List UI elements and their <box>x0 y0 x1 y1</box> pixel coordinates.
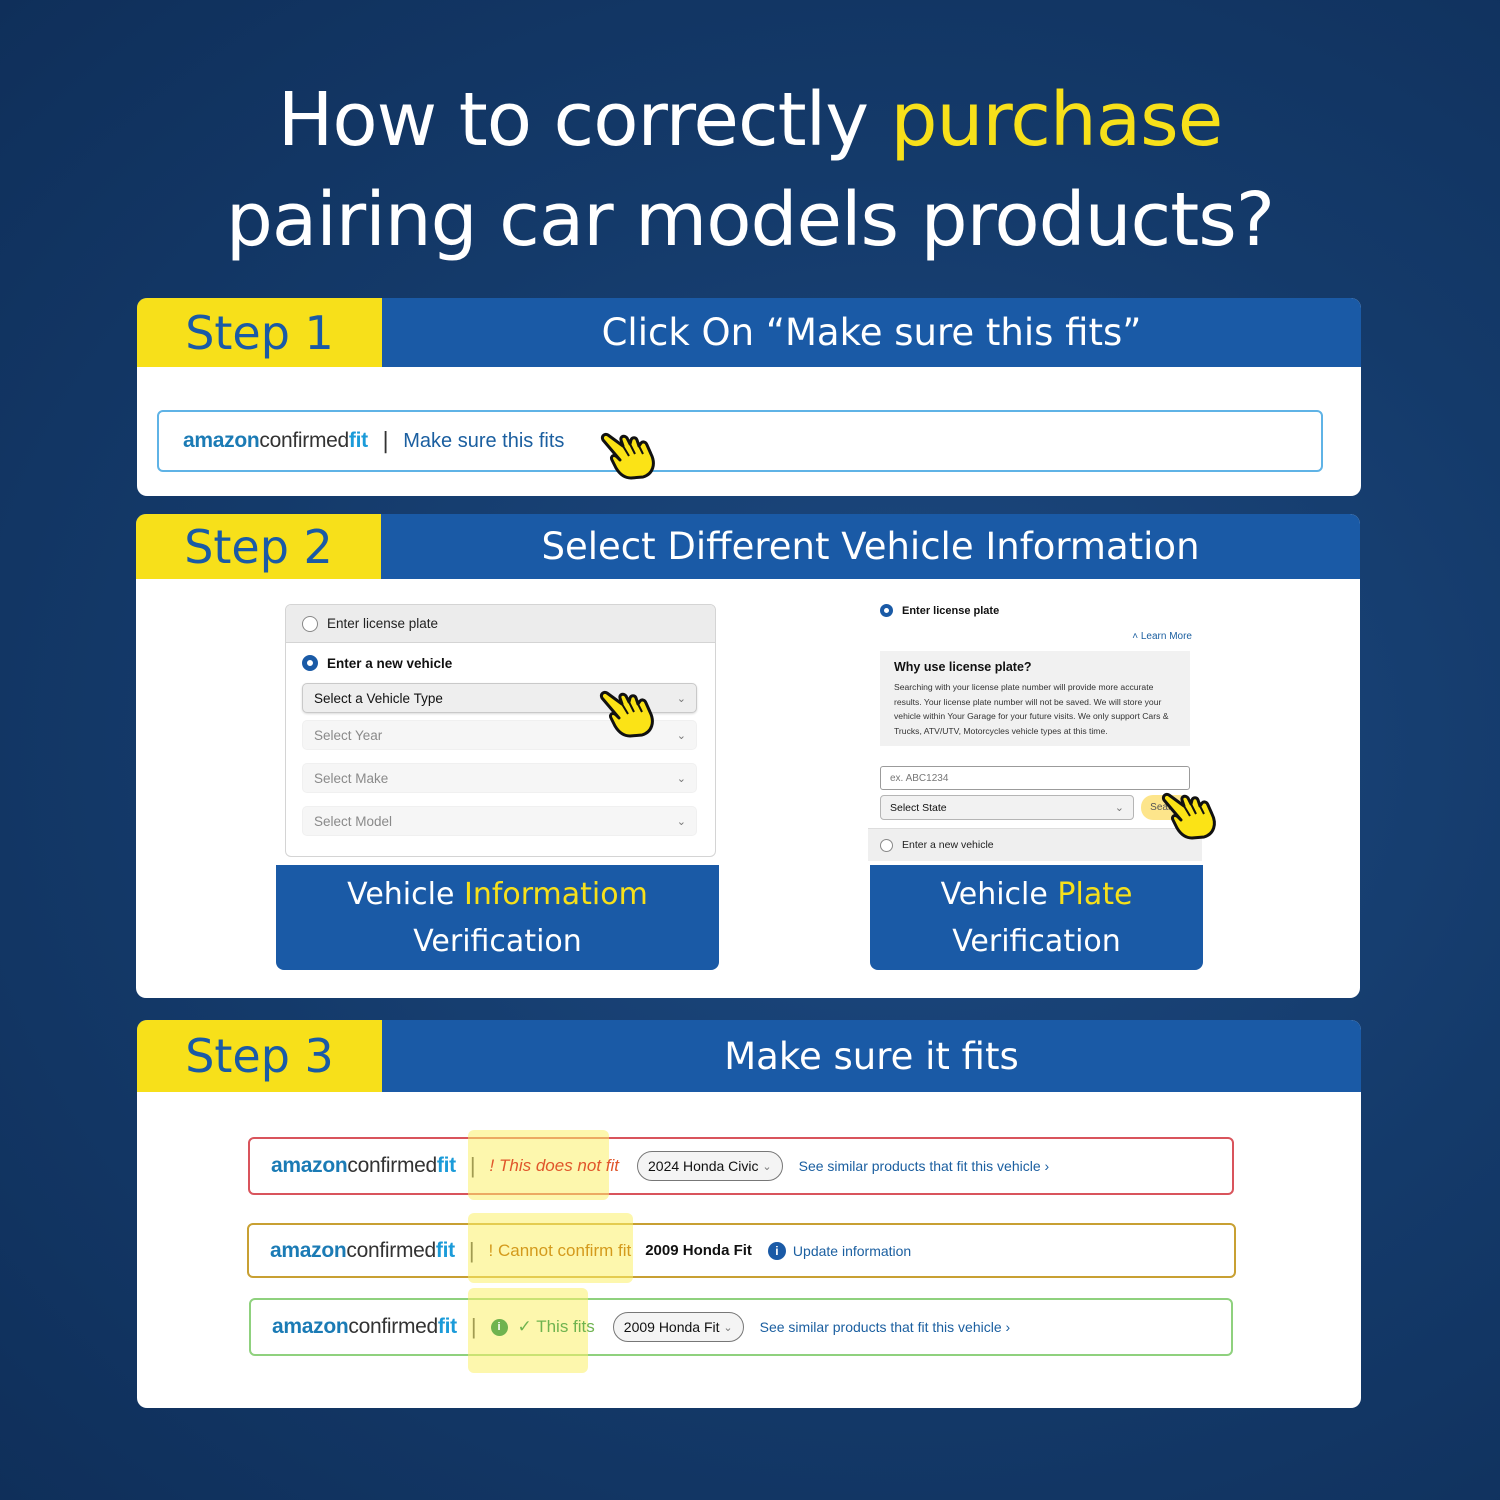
step3-card: Step 3 Make sure it fits amazonconfirmed… <box>137 1020 1361 1408</box>
make-select[interactable]: Select Make ⌄ <box>302 763 697 793</box>
step2-title: Select Different Vehicle Information <box>541 525 1200 568</box>
model-value: Select Model <box>314 813 393 829</box>
new-vehicle-option[interactable]: Enter a new vehicle <box>286 643 715 683</box>
similar-products-link[interactable]: See similar products that fit this vehic… <box>759 1319 1011 1335</box>
search-label: Search <box>1150 802 1182 813</box>
similar-products-link[interactable]: See similar products that fit this vehic… <box>798 1158 1050 1174</box>
confirmed-fit-bar[interactable]: amazonconfirmedfit | Make sure this fits <box>157 410 1323 472</box>
highlight-fits <box>468 1288 588 1373</box>
chevron-down-icon: ⌄ <box>676 815 686 828</box>
radio-license-plate[interactable] <box>302 615 318 632</box>
step1-card: Step 1 Click On “Make sure this fits” am… <box>137 298 1361 496</box>
learn-more-link[interactable]: ˄ Learn More <box>1132 631 1192 642</box>
step2-label: Step 2 <box>136 514 381 579</box>
headline-line2: pairing car models products? <box>225 177 1275 263</box>
new-vehicle-label: Enter a new vehicle <box>327 655 453 671</box>
info-icon: i <box>767 1241 786 1260</box>
vehicle-plate-caption: Vehicle Plate Verification <box>870 865 1203 970</box>
learn-more-label: Learn More <box>1140 631 1192 642</box>
step3-label: Step 3 <box>137 1020 382 1092</box>
update-information-link[interactable]: Update information <box>792 1242 912 1259</box>
step1-title: Click On “Make sure this fits” <box>601 311 1142 354</box>
chevron-down-icon: ⌄ <box>723 1321 733 1334</box>
headline-highlight: purchase <box>890 77 1224 163</box>
vehicle-info-panel: Enter license plate Enter a new vehicle … <box>285 604 716 857</box>
license-plate-panel: Enter license plate ˄ Learn More Why use… <box>868 596 1202 861</box>
year-value: Select Year <box>314 727 383 743</box>
why-title: Why use license plate? <box>894 660 1032 674</box>
pointing-hand-icon <box>601 432 655 480</box>
state-select[interactable]: Select State ⌄ <box>880 795 1134 820</box>
status-fits: ✓ This fits <box>517 1317 595 1336</box>
pointing-hand-icon <box>1162 792 1216 840</box>
state-value: Select State <box>890 801 947 814</box>
model-select[interactable]: Select Model ⌄ <box>302 806 697 836</box>
highlight-not-fit <box>468 1130 609 1200</box>
step2-header: Step 2 Select Different Vehicle Informat… <box>136 514 1360 579</box>
vehicle-value: 2024 Honda Civic <box>648 1158 759 1174</box>
license-plate-label: Enter license plate <box>327 616 439 631</box>
radio-license-plate[interactable] <box>880 604 893 617</box>
highlight-cannot-confirm <box>468 1213 633 1283</box>
vehicle-name: 2009 Honda Fit <box>645 1242 752 1259</box>
chevron-up-icon: ˄ <box>1132 631 1139 642</box>
separator: | <box>381 428 390 454</box>
amazon-confirmed-fit-logo: amazonconfirmedfit <box>272 1315 457 1338</box>
fit-status-row-fits: amazonconfirmedfit | i ✓ This fits 2009 … <box>249 1298 1233 1356</box>
make-sure-this-fits-link[interactable]: Make sure this fits <box>403 429 565 452</box>
step1-label: Step 1 <box>137 298 382 367</box>
amazon-confirmed-fit-logo: amazonconfirmedfit <box>183 429 368 452</box>
new-vehicle-option[interactable]: Enter a new vehicle <box>868 828 1202 861</box>
license-plate-option[interactable]: Enter license plate <box>286 605 715 643</box>
step3-header: Step 3 Make sure it fits <box>137 1020 1361 1092</box>
plate-placeholder: ex. ABC1234 <box>890 772 949 784</box>
status-cannot-confirm: ! Cannot confirm fit <box>488 1240 632 1260</box>
chevron-down-icon: ⌄ <box>676 729 686 742</box>
page-headline: How to correctly purchase pairing car mo… <box>0 70 1500 270</box>
status-not-fit: ! This does not fit <box>489 1156 619 1175</box>
pointing-hand-icon <box>600 690 654 738</box>
chevron-down-icon: ⌄ <box>676 692 686 705</box>
fit-status-row-cannot-confirm: amazonconfirmedfit | ! Cannot confirm fi… <box>247 1223 1236 1278</box>
license-plate-option[interactable]: Enter license plate <box>868 596 1202 617</box>
vehicle-select[interactable]: 2009 Honda Fit ⌄ <box>612 1312 744 1342</box>
amazon-confirmed-fit-logo: amazonconfirmedfit <box>270 1238 455 1262</box>
license-plate-label: Enter license plate <box>902 604 1000 617</box>
new-vehicle-label: Enter a new vehicle <box>902 839 994 851</box>
vehicle-value: 2009 Honda Fit <box>623 1319 720 1335</box>
vehicle-select[interactable]: 2024 Honda Civic ⌄ <box>637 1151 783 1181</box>
fit-status-row-not-fit: amazonconfirmedfit | ! This does not fit… <box>248 1137 1234 1195</box>
vehicle-information-caption: Vehicle Informatiom Verification <box>276 865 719 970</box>
license-plate-input[interactable]: ex. ABC1234 <box>880 766 1190 790</box>
radio-new-vehicle[interactable] <box>302 655 318 671</box>
step1-header: Step 1 Click On “Make sure this fits” <box>137 298 1361 367</box>
make-value: Select Make <box>314 770 389 786</box>
info-icon: i <box>490 1318 508 1336</box>
chevron-down-icon: ⌄ <box>676 772 686 785</box>
chevron-down-icon: ⌄ <box>1114 802 1124 814</box>
step3-title: Make sure it fits <box>724 1034 1019 1078</box>
headline-part1: How to correctly <box>277 77 891 163</box>
vehicle-type-value: Select a Vehicle Type <box>314 690 443 706</box>
radio-new-vehicle[interactable] <box>880 838 893 852</box>
why-text: Searching with your license plate number… <box>894 682 1169 736</box>
chevron-down-icon: ⌄ <box>762 1160 772 1173</box>
amazon-confirmed-fit-logo: amazonconfirmedfit <box>271 1154 456 1177</box>
why-license-plate-box: Why use license plate? Searching with yo… <box>880 651 1190 746</box>
step2-card: Step 2 Select Different Vehicle Informat… <box>136 514 1360 998</box>
